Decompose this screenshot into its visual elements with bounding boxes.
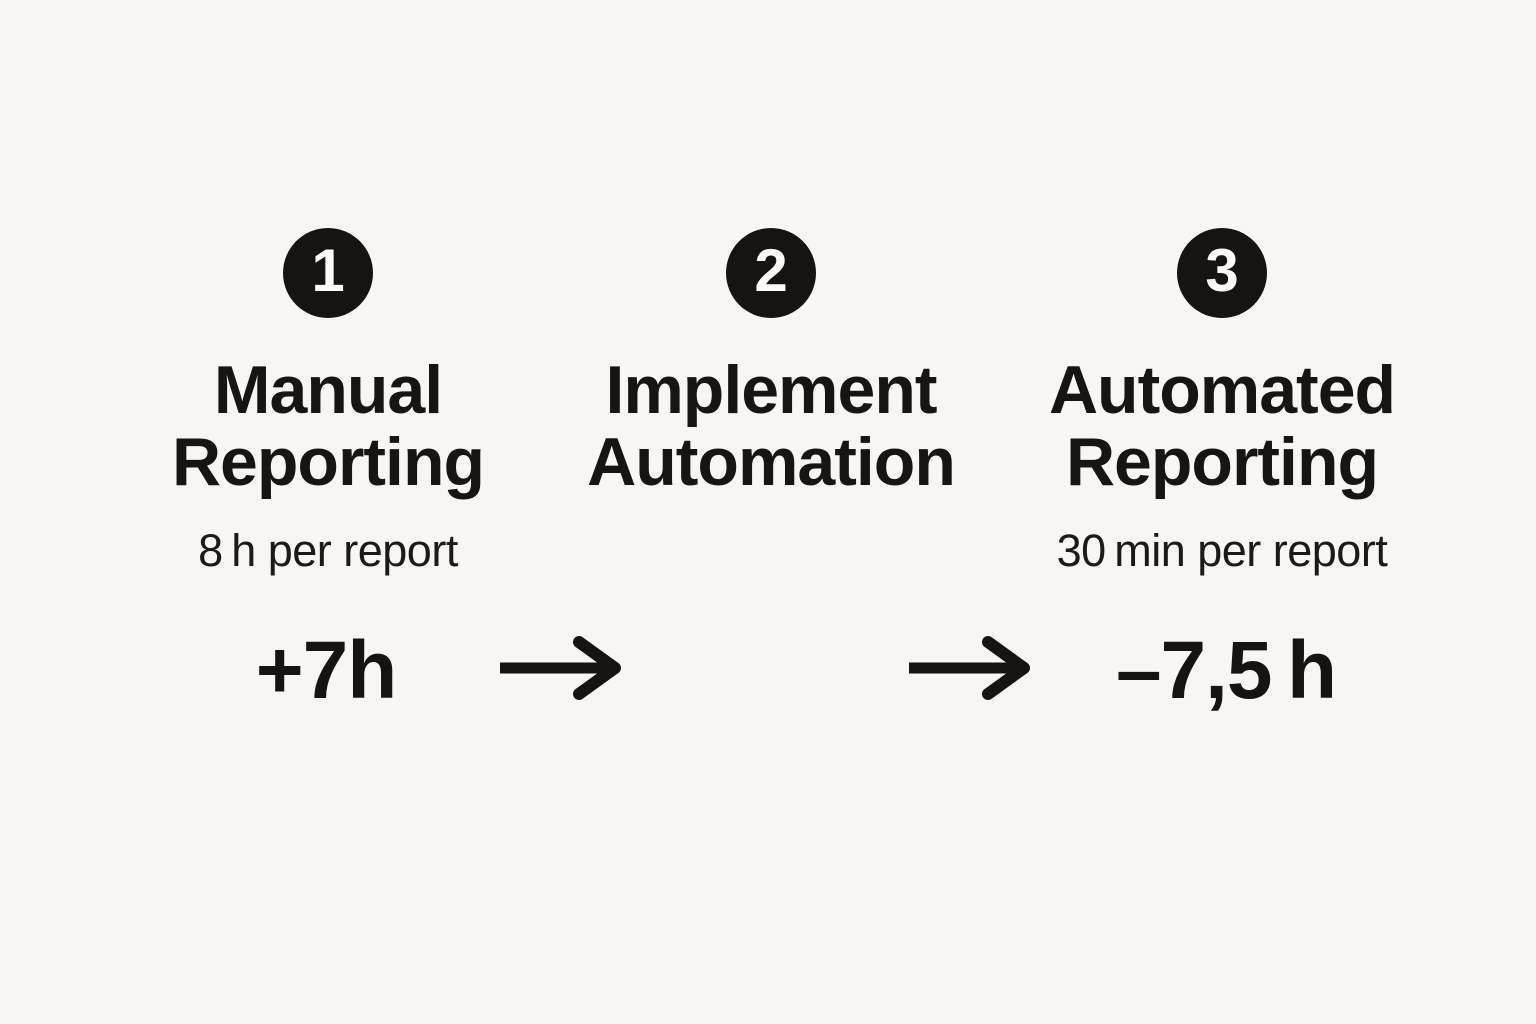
step-1-title-line-1: Manual	[213, 352, 443, 428]
step-1-title: Manual Reporting	[171, 352, 485, 500]
step-3-number: 3	[1205, 237, 1239, 304]
step-2-number-badge: 2	[726, 228, 816, 318]
step-2-column: 2 Implement Automation	[491, 228, 1051, 498]
step-3-metric: –7,5 h	[1115, 625, 1337, 716]
right-arrow-icon	[500, 636, 621, 700]
step-2-title-line-1: Implement	[605, 352, 937, 428]
step-3-subtitle: 30 min per report	[1056, 525, 1388, 576]
step-2-number: 2	[754, 237, 788, 304]
step-3-title-line-1: Automated	[1048, 352, 1396, 428]
step-1-metric: +7h	[255, 625, 398, 716]
right-arrow-icon	[909, 636, 1030, 700]
step-3-title: Automated Reporting	[1048, 352, 1396, 500]
step-1-subtitle: 8 h per report	[198, 525, 458, 576]
step-1-number: 1	[311, 237, 345, 304]
step-1-column: 1 Manual Reporting 8 h per report	[48, 228, 608, 577]
step-1-title-line-2: Reporting	[171, 424, 485, 500]
step-2-title: Implement Automation	[587, 352, 956, 500]
step-1-number-badge: 1	[283, 228, 373, 318]
step-2-title-line-2: Automation	[587, 424, 956, 500]
step-3-column: 3 Automated Reporting 30 min per report	[942, 228, 1502, 577]
step-3-title-line-2: Reporting	[1065, 424, 1379, 500]
step-3-number-badge: 3	[1177, 228, 1267, 318]
